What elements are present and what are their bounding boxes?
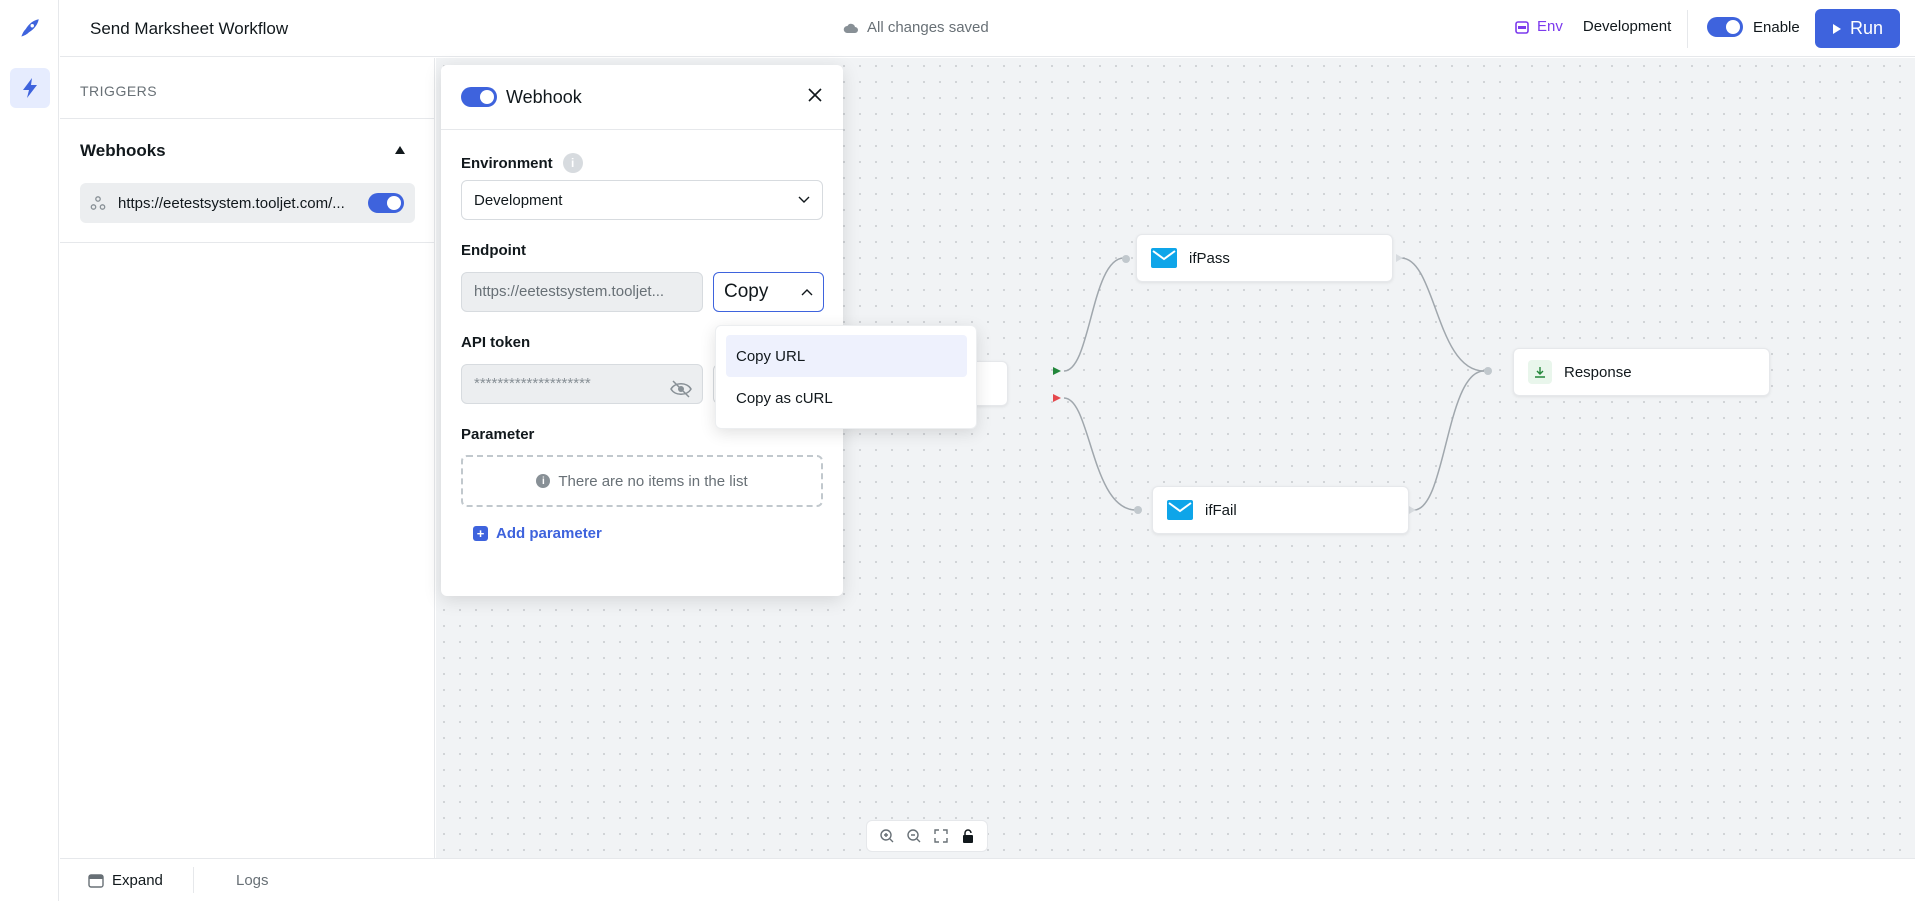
iffail-input-handle[interactable]: [1134, 506, 1142, 514]
webhook-icon: [90, 196, 106, 210]
add-parameter-label: Add parameter: [496, 525, 602, 542]
api-token-field[interactable]: ********************: [461, 364, 703, 404]
chevron-down-icon: [798, 196, 810, 203]
lock-icon[interactable]: [960, 828, 976, 844]
add-parameter-button[interactable]: + Add parameter: [473, 525, 602, 542]
environment-value: Development: [474, 191, 563, 209]
plus-square-icon: +: [473, 526, 488, 541]
bottom-bar: Expand Logs: [60, 858, 1915, 901]
environment-select[interactable]: Development: [461, 180, 823, 220]
save-status: All changes saved: [843, 19, 989, 36]
copy-dropdown-menu: Copy URL Copy as cURL: [715, 325, 977, 429]
triggers-lightning-icon[interactable]: [10, 68, 50, 108]
response-input-handle[interactable]: [1484, 367, 1492, 375]
save-status-text: All changes saved: [867, 19, 989, 36]
header-divider: [1687, 10, 1688, 48]
webhook-panel: Webhook Environment i Development Endpoi…: [441, 65, 843, 596]
collapse-caret-icon[interactable]: [395, 146, 405, 154]
triggers-title: TRIGGERS: [80, 83, 158, 99]
run-button[interactable]: Run: [1815, 9, 1900, 48]
top-header: Send Marksheet Workflow All changes save…: [60, 0, 1915, 57]
environment-label-row: Environment i: [461, 153, 583, 173]
environment-selector[interactable]: Env Development: [1515, 18, 1671, 35]
env-label: Env: [1537, 18, 1563, 35]
api-token-label: API token: [461, 334, 531, 351]
enable-toggle[interactable]: [1707, 17, 1743, 37]
close-icon[interactable]: [807, 87, 823, 108]
workflow-title[interactable]: Send Marksheet Workflow: [90, 19, 289, 38]
webhook-url: https://eetestsystem.tooljet.com/...: [118, 194, 345, 212]
webhook-item[interactable]: https://eetestsystem.tooljet.com/...: [80, 183, 415, 223]
expand-label: Expand: [112, 872, 163, 889]
node-response-label: Response: [1564, 363, 1632, 381]
play-icon: [1832, 23, 1841, 34]
env-value: Development: [1582, 18, 1672, 35]
expand-icon: [88, 873, 104, 888]
parameter-label: Parameter: [461, 426, 535, 443]
enable-toggle-group: Enable: [1707, 17, 1800, 37]
response-icon: [1528, 360, 1552, 384]
webhook-panel-toggle[interactable]: [461, 87, 497, 107]
copy-as-curl-option[interactable]: Copy as cURL: [736, 389, 833, 407]
ifpass-input-handle[interactable]: [1122, 255, 1130, 263]
logs-tab[interactable]: Logs: [236, 872, 269, 889]
node-ifpass[interactable]: ifPass: [1136, 234, 1393, 282]
edges: [1053, 254, 1485, 514]
run-label: Run: [1849, 18, 1884, 38]
zoom-out-icon[interactable]: [906, 828, 922, 844]
cloud-icon: [843, 23, 858, 33]
bottom-divider: [193, 867, 194, 893]
fit-view-icon[interactable]: [933, 828, 949, 844]
copy-url-option[interactable]: Copy URL: [726, 335, 967, 377]
triggers-sidebar: TRIGGERS Webhooks https://eetestsystem.t…: [60, 58, 435, 858]
webhook-toggle[interactable]: [368, 193, 404, 213]
mail-icon: [1151, 248, 1177, 268]
zoom-in-icon[interactable]: [879, 828, 895, 844]
node-ifpass-label: ifPass: [1189, 249, 1230, 267]
info-icon[interactable]: i: [562, 153, 583, 173]
rocket-logo-icon[interactable]: [14, 14, 44, 44]
mail-icon: [1167, 500, 1193, 520]
chevron-up-icon: [801, 289, 813, 296]
empty-list-text: There are no items in the list: [558, 472, 748, 490]
left-rail: [0, 0, 59, 901]
sidebar-divider: [60, 118, 435, 119]
copy-label: Copy: [724, 281, 769, 302]
environment-label: Environment: [461, 154, 553, 172]
env-calendar-icon: [1515, 20, 1529, 34]
node-response[interactable]: Response: [1513, 348, 1770, 396]
eye-slash-icon[interactable]: [670, 375, 692, 413]
endpoint-field[interactable]: https://eetestsystem.tooljet...: [461, 272, 703, 312]
copy-dropdown-button[interactable]: Copy: [713, 272, 824, 312]
sidebar-divider-bottom: [60, 242, 435, 243]
node-iffail[interactable]: ifFail: [1152, 486, 1409, 534]
panel-title: Webhook: [506, 87, 582, 107]
webhooks-heading[interactable]: Webhooks: [80, 141, 166, 160]
zoom-controls: [866, 820, 988, 852]
node-iffail-label: ifFail: [1205, 501, 1237, 519]
parameter-empty-list: i There are no items in the list: [461, 455, 823, 507]
expand-button[interactable]: Expand: [88, 872, 163, 889]
info-icon: i: [536, 474, 551, 488]
enable-label: Enable: [1753, 18, 1800, 36]
api-token-value: ********************: [474, 375, 591, 392]
endpoint-label: Endpoint: [461, 242, 526, 259]
panel-header: Webhook: [441, 65, 843, 130]
